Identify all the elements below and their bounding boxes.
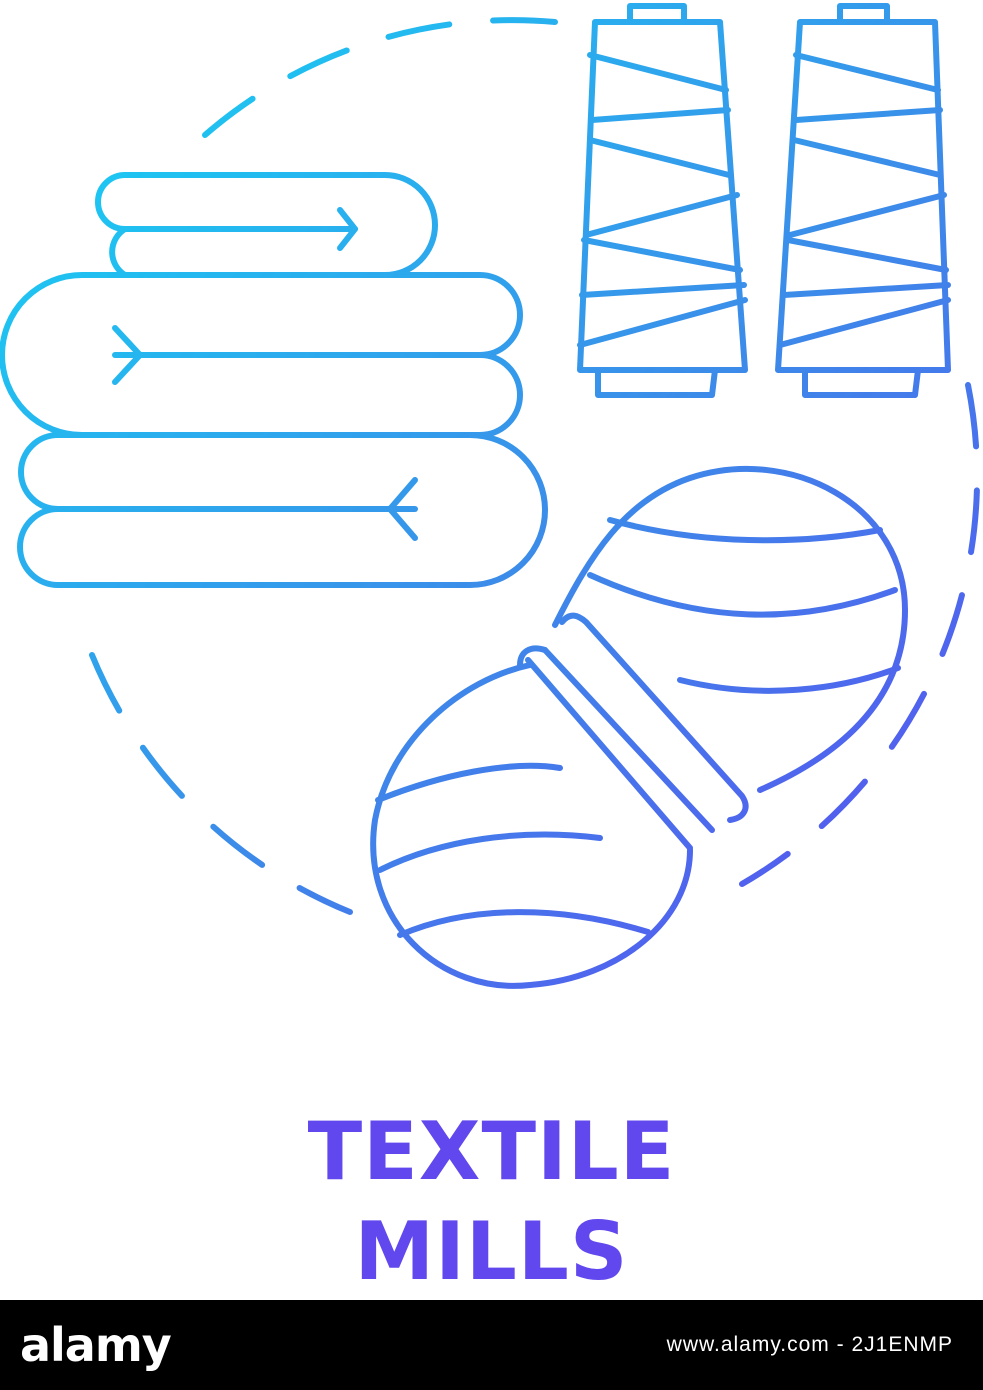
yarn-skein-icon <box>370 466 908 989</box>
folded-towels-icon <box>0 172 548 588</box>
caption-title-line-2: MILLS <box>354 1205 629 1298</box>
stock-logo[interactable]: alamy <box>20 1318 172 1372</box>
dashed-circle-frame <box>89 17 981 915</box>
thread-spool-icon <box>577 3 951 398</box>
textile-mills-illustration <box>0 3 981 989</box>
stock-image-id: www.alamy.com - 2J1ENMP <box>666 1333 953 1356</box>
caption-title-line-1: TEXTILE <box>307 1105 676 1198</box>
stock-footer-bar: alamy www.alamy.com - 2J1ENMP <box>0 1300 983 1390</box>
